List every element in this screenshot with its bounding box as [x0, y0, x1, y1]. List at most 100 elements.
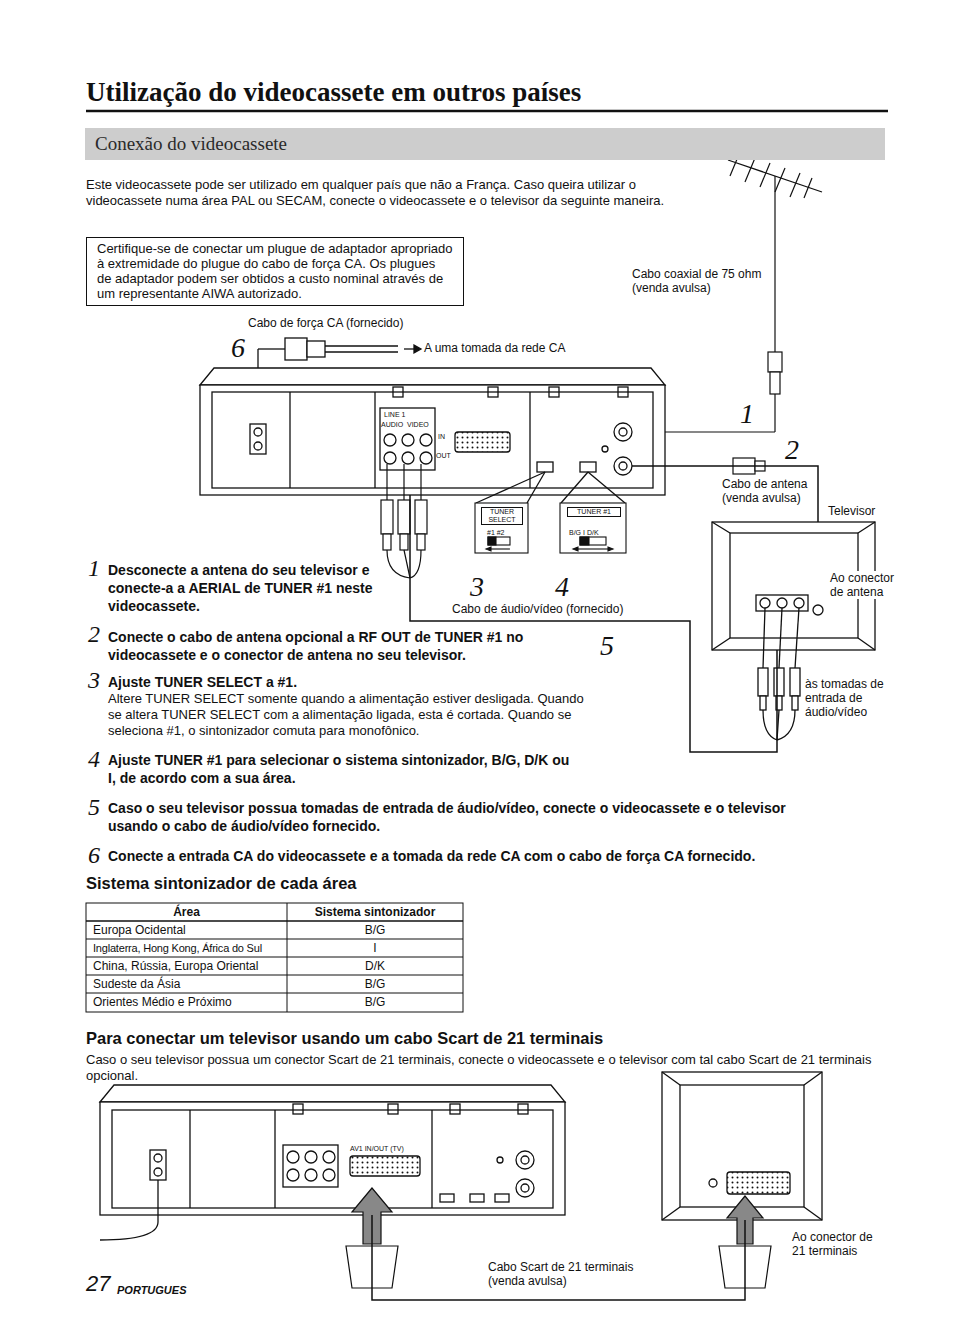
section-band: Conexão do videocassete: [85, 128, 885, 160]
antenna: [804, 178, 812, 198]
step-text: Conecte o cabo de antena opcional a RF O…: [108, 628, 563, 664]
node-text: #1 #2: [487, 529, 505, 537]
av-plug: [403, 464, 404, 500]
vcr-rear-panel: [287, 1169, 299, 1181]
cable-note: Cabo de antena (venda avulsa): [722, 477, 817, 505]
av-plug: [387, 550, 421, 578]
table-cell: I: [287, 941, 463, 955]
vcr-rear-panel: [254, 428, 262, 436]
vcr-rear-panel: [440, 1194, 454, 1202]
section-heading: Para conectar um televisor usando um cab…: [86, 1029, 603, 1049]
power-cord: [307, 341, 325, 357]
television: [709, 1179, 717, 1187]
av-plug: [415, 500, 427, 534]
tuner-switch-inset: [560, 503, 626, 553]
vcr-rear-panel: [420, 452, 432, 464]
vcr-rear-panel: [619, 428, 627, 436]
node-text: TUNER #1: [567, 507, 621, 517]
tuner-table: [86, 957, 463, 958]
note-box: Certifique-se de conectar um plugue de a…: [86, 237, 464, 306]
tuner-table: [86, 975, 463, 976]
step-number: 5: [88, 795, 100, 819]
vcr-panel: AV1 IN/OUT (TV): [100, 1085, 565, 1215]
vcr-rear-panel: [561, 472, 588, 503]
connector-note: às tomadas de entrada de áudio/vídeo: [805, 677, 900, 719]
av-plug: [398, 500, 410, 534]
power-cord: [258, 348, 285, 349]
tuner-table: [287, 903, 288, 1012]
vcr-rear-panel: [537, 462, 553, 472]
vcr-rear-panel: [455, 432, 510, 452]
vcr-rear-panel: [283, 1145, 338, 1187]
tuner-switch-inset: [580, 537, 606, 545]
television: [760, 696, 766, 710]
antenna: [768, 352, 782, 372]
television: [777, 598, 787, 608]
intro-text: Este videocassete pode ser utilizado em …: [86, 177, 681, 209]
step-number: 4: [88, 747, 100, 771]
title-rule: [86, 110, 888, 113]
vcr-rear-panel: [516, 1179, 534, 1197]
vcr-rear-panel: [274, 1110, 275, 1208]
vcr-rear-panel: [529, 392, 530, 488]
vcr-rear-panel: [420, 434, 432, 446]
vcr-rear-panel: [154, 1168, 162, 1176]
television: [774, 668, 784, 696]
node-text: IN: [438, 433, 445, 441]
callout-number: 3: [470, 573, 484, 601]
vcr-rear-panel: [100, 1085, 565, 1240]
vcr-rear-panel: [254, 442, 262, 450]
tuner-table: [86, 903, 463, 1012]
television: [763, 608, 765, 668]
vcr-rear-panel: [393, 387, 403, 397]
vcr-rear-panel: [527, 472, 545, 503]
vcr-rear-panel: [470, 1194, 484, 1202]
television: [804, 1207, 822, 1220]
power-cord: [325, 351, 398, 352]
antenna: [774, 176, 775, 352]
node-text: VIDEO: [407, 421, 429, 429]
tv-set: Ao conector de 21 terminais: [662, 1072, 822, 1220]
television: [662, 1207, 680, 1220]
tuner-switch-inset: [577, 548, 609, 549]
television: [712, 522, 730, 533]
language-tag: PORTUGUES: [117, 1284, 186, 1297]
tuner-switch-inset: [475, 503, 626, 553]
node-text: Certifique-se de conectar um plugue de a…: [97, 241, 453, 301]
vcr-rear-panel: [580, 462, 596, 472]
television: [795, 608, 799, 668]
vcr-rear-panel: [200, 368, 665, 503]
television: [680, 1085, 804, 1207]
table-cell: Inglaterra, Hong Kong, África do Sul: [93, 941, 262, 955]
vcr-rear-panel: [614, 457, 632, 475]
callout-number: 6: [231, 334, 245, 362]
vcr-rear-panel: [618, 387, 628, 397]
table-cell: D/K: [287, 959, 463, 973]
av-plug: [381, 464, 427, 578]
vcr-rear-panel: [521, 1184, 529, 1192]
vcr-rear-panel: [388, 1104, 398, 1114]
av-plug: [417, 534, 425, 550]
television: [727, 1172, 790, 1194]
tuner-switch-inset: [573, 547, 578, 551]
section-heading: Sistema sintonizador de cada área: [86, 874, 357, 894]
antenna: [760, 163, 770, 187]
power-cord: [325, 345, 398, 346]
tuner-switch-inset: [475, 503, 528, 553]
television: [763, 710, 795, 740]
step-text: Conecte a entrada CA do videocassete e a…: [108, 847, 898, 865]
table-cell: B/G: [287, 995, 463, 1009]
television: [662, 1072, 822, 1220]
television: [760, 598, 770, 608]
connector-note: Ao conector de antena: [830, 571, 902, 599]
tuner-table: [86, 903, 463, 1012]
node-text: Conexão do videocassete: [95, 133, 287, 156]
television: [790, 668, 800, 696]
vcr-rear-panel: [100, 1102, 565, 1215]
vcr-rear-panel: [100, 1180, 158, 1240]
title-rule: [86, 111, 888, 112]
antenna: [745, 158, 755, 182]
television: [794, 598, 804, 608]
vcr-panel: LINE 1AUDIOVIDEOINOUT: [200, 368, 665, 495]
